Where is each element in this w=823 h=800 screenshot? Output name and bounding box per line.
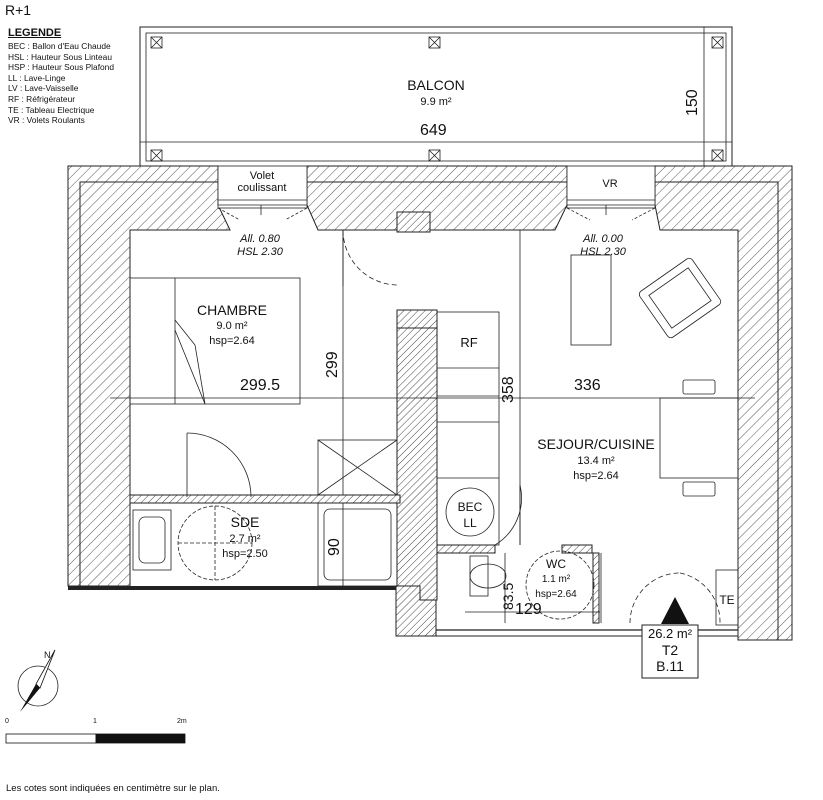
scale-label-0: 0 bbox=[5, 718, 9, 725]
doors bbox=[186, 229, 721, 624]
floor-level: R+1 bbox=[5, 2, 32, 18]
compass-icon: N bbox=[17, 649, 59, 712]
scale-label-1: 1 bbox=[93, 718, 97, 725]
room-name-sejour: SEJOUR/CUISINE bbox=[537, 436, 655, 452]
interior-walls bbox=[129, 211, 600, 624]
volet-label-2: coulissant bbox=[237, 182, 287, 194]
allege-left: All. 0.80 bbox=[240, 233, 280, 245]
scale-bar bbox=[5, 733, 186, 744]
dim-wc-width: 129 bbox=[515, 601, 542, 618]
legend-item: HSP : Hauteur Sous Plafond bbox=[8, 62, 114, 73]
room-name-chambre: CHAMBRE bbox=[196, 302, 268, 318]
dim-sejour-width: 336 bbox=[574, 377, 601, 394]
legend-list: BEC : Ballon d'Eau Chaude HSL : Hauteur … bbox=[8, 41, 114, 126]
legend-item: BEC : Ballon d'Eau Chaude bbox=[8, 41, 111, 51]
ll-label: LL bbox=[463, 516, 477, 530]
dim-wc-depth: 83.5 bbox=[500, 582, 516, 610]
room-name-wc: WC bbox=[546, 557, 566, 571]
room-area-sejour: 13.4 m² bbox=[577, 455, 615, 467]
room-name-balcon: BALCON bbox=[407, 77, 465, 93]
legend-item: VR : Volets Roulants bbox=[8, 115, 85, 126]
room-area-balcon: 9.9 m² bbox=[420, 96, 452, 108]
room-hsp-sejour: hsp=2.64 bbox=[573, 470, 619, 482]
furniture bbox=[129, 254, 739, 626]
room-hsp-wc: hsp=2.64 bbox=[535, 589, 577, 600]
volet-label-1: Volet bbox=[249, 170, 275, 182]
dim-sejour-depth: 358 bbox=[500, 376, 517, 403]
room-hsp-chambre: hsp=2.64 bbox=[209, 335, 255, 347]
hsl-left: HSL 2.30 bbox=[237, 246, 283, 258]
room-hsp-sde: hsp=2.50 bbox=[222, 548, 268, 560]
dim-balcony-depth: 150 bbox=[684, 89, 701, 116]
legend-item: RF : Réfrigérateur bbox=[8, 93, 76, 104]
scale-label-2: 2m bbox=[177, 718, 187, 725]
room-area-chambre: 9.0 m² bbox=[216, 320, 248, 332]
entrance-marker bbox=[661, 597, 689, 624]
svg-text:N: N bbox=[44, 650, 51, 660]
apartment-type: T2 bbox=[661, 642, 679, 658]
windows bbox=[217, 165, 656, 221]
rf-label: RF bbox=[460, 335, 478, 350]
legend-item: LL : Lave-Linge bbox=[8, 72, 66, 83]
dim-chambre-width: 299.5 bbox=[240, 377, 281, 394]
dim-chambre-depth: 299 bbox=[324, 351, 341, 378]
dim-shower: 90 bbox=[326, 538, 343, 556]
lot-number: B.11 bbox=[656, 658, 684, 674]
legend-title: LEGENDE bbox=[8, 27, 62, 39]
room-area-wc: 1.1 m² bbox=[541, 574, 571, 585]
te-label: TE bbox=[719, 593, 735, 607]
allege-right: All. 0.00 bbox=[583, 233, 623, 245]
legend-item: TE : Tableau Electrique bbox=[8, 104, 95, 115]
total-area: 26.2 m² bbox=[647, 626, 693, 641]
legend-item: HSL : Hauteur Sous Linteau bbox=[8, 51, 112, 62]
vr-label: VR bbox=[602, 178, 618, 190]
dim-balcony-width: 649 bbox=[420, 122, 447, 139]
bec-label: BEC bbox=[457, 500, 483, 514]
room-area-sde: 2.7 m² bbox=[229, 533, 261, 545]
dimension-lines bbox=[110, 230, 755, 623]
footer-note: Les cotes sont indiquées en centimètre s… bbox=[6, 783, 220, 794]
hsl-right: HSL 2.30 bbox=[580, 246, 626, 258]
room-name-sde: SDE bbox=[230, 514, 260, 530]
legend-item: LV : Lave-Vaisselle bbox=[8, 83, 79, 94]
